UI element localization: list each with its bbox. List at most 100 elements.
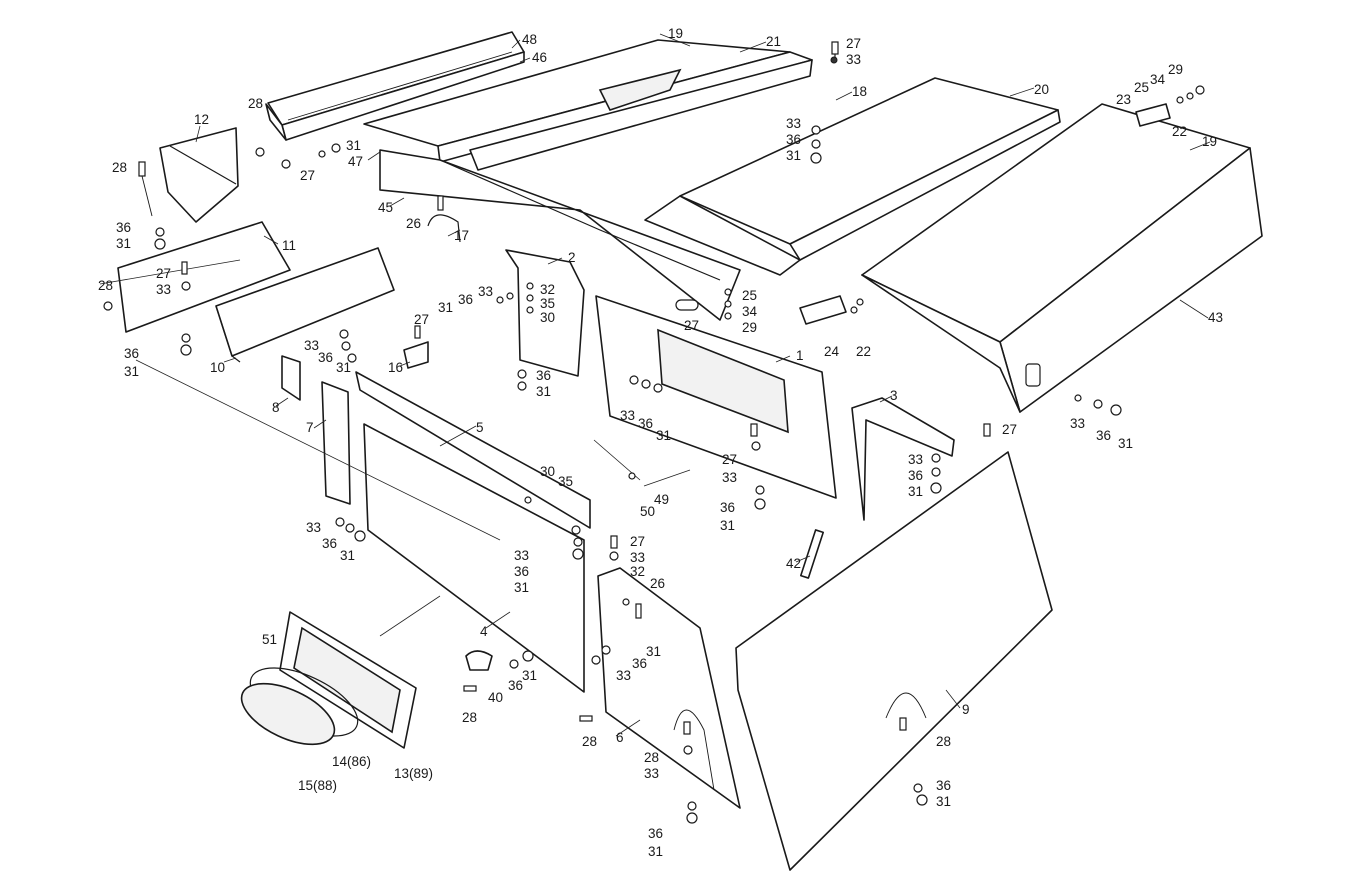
callout-36: 36	[322, 536, 337, 551]
callout-27: 27	[630, 534, 645, 549]
bolt-icon	[579, 715, 593, 722]
part-9-front-panel	[735, 451, 1053, 871]
bolt-icon	[610, 535, 618, 549]
washer-icon	[318, 150, 326, 158]
callout-31: 31	[336, 360, 351, 375]
callout-26: 26	[406, 216, 421, 231]
callout-33: 33	[908, 452, 923, 467]
washer-icon	[1093, 399, 1103, 409]
callout-33: 33	[722, 470, 737, 485]
nut-icon	[522, 650, 534, 662]
washer-icon	[1186, 92, 1194, 100]
bolt-icon	[138, 161, 153, 217]
callout-33: 33	[478, 284, 493, 299]
washer-icon	[591, 655, 601, 665]
callout-33: 33	[630, 550, 645, 565]
washer-icon	[341, 341, 351, 351]
callout-35: 35	[558, 474, 573, 489]
washer-icon	[526, 294, 534, 302]
callout-28: 28	[582, 734, 597, 749]
part-48-channel	[265, 31, 525, 141]
bolt-icon	[750, 423, 758, 437]
callout-28: 28	[936, 734, 951, 749]
washer-icon	[155, 227, 165, 237]
part-40-latch	[465, 650, 493, 671]
callout-31: 31	[438, 300, 453, 315]
callout-33: 33	[156, 282, 171, 297]
washer-icon	[601, 645, 611, 655]
bolt-icon	[181, 261, 188, 275]
washer-icon	[755, 485, 765, 495]
callout-19: 19	[1202, 134, 1217, 149]
callout-8: 8	[272, 400, 280, 415]
callout-13-89: 13(89)	[394, 766, 433, 781]
callout-36: 36	[1096, 428, 1111, 443]
callout-46: 46	[532, 50, 547, 65]
part-10-channel	[215, 247, 395, 363]
callout-47: 47	[348, 154, 363, 169]
washer-icon	[1074, 394, 1082, 402]
callout-36: 36	[318, 350, 333, 365]
part-23-hinge	[1135, 103, 1171, 127]
callout-49: 49	[654, 492, 669, 507]
callout-33: 33	[846, 52, 861, 67]
callout-12: 12	[194, 112, 209, 127]
nut-icon	[686, 812, 698, 824]
callout-16: 16	[388, 360, 403, 375]
callout-36: 36	[638, 416, 653, 431]
bolt-icon	[635, 603, 642, 619]
callout-3: 3	[890, 388, 898, 403]
part-13-frame	[279, 611, 417, 749]
callout-25: 25	[742, 288, 757, 303]
callout-33: 33	[644, 766, 659, 781]
washer-icon	[641, 379, 651, 389]
part-2-bracket	[505, 249, 585, 377]
part-11-plate	[117, 221, 291, 333]
callout-27: 27	[1002, 422, 1017, 437]
callout-31: 31	[116, 236, 131, 251]
callout-31: 31	[124, 364, 139, 379]
bolt-icon	[103, 301, 113, 311]
callout-28: 28	[462, 710, 477, 725]
callout-2: 2	[568, 250, 576, 265]
callout-33: 33	[304, 338, 319, 353]
callout-36: 36	[124, 346, 139, 361]
washer-icon	[931, 453, 941, 463]
bolt-icon	[281, 159, 291, 169]
callout-32: 32	[630, 564, 645, 579]
callout-36: 36	[458, 292, 473, 307]
part-5-side-panel	[355, 371, 591, 693]
callout-1: 1	[796, 348, 804, 363]
washer-icon	[751, 441, 761, 451]
nut-icon	[1195, 85, 1205, 95]
callout-28: 28	[644, 750, 659, 765]
callout-27: 27	[846, 36, 861, 51]
callout-31: 31	[536, 384, 551, 399]
nut-icon	[572, 548, 584, 560]
washer-icon	[509, 659, 519, 669]
callout-33: 33	[616, 668, 631, 683]
callout-51: 51	[262, 632, 277, 647]
callout-42: 42	[786, 556, 801, 571]
callout-22: 22	[1172, 124, 1187, 139]
leader-lines	[99, 33, 1211, 737]
callout-36: 36	[648, 826, 663, 841]
washer-icon	[573, 537, 583, 547]
part-1-center-panel	[595, 295, 837, 499]
washer-icon	[629, 375, 639, 385]
callout-36: 36	[786, 132, 801, 147]
callout-25: 25	[1134, 80, 1149, 95]
washer-icon	[683, 745, 693, 755]
callout-27: 27	[722, 452, 737, 467]
bolt-icon	[463, 685, 477, 692]
washer-icon	[811, 139, 821, 149]
nut-icon	[754, 498, 766, 510]
callout-17: 17	[454, 228, 469, 243]
callout-31: 31	[646, 644, 661, 659]
washer-icon	[931, 467, 941, 477]
washer-icon	[811, 125, 821, 135]
washer-icon	[724, 312, 732, 320]
washer-icon	[1176, 96, 1184, 104]
callout-29: 29	[1168, 62, 1183, 77]
